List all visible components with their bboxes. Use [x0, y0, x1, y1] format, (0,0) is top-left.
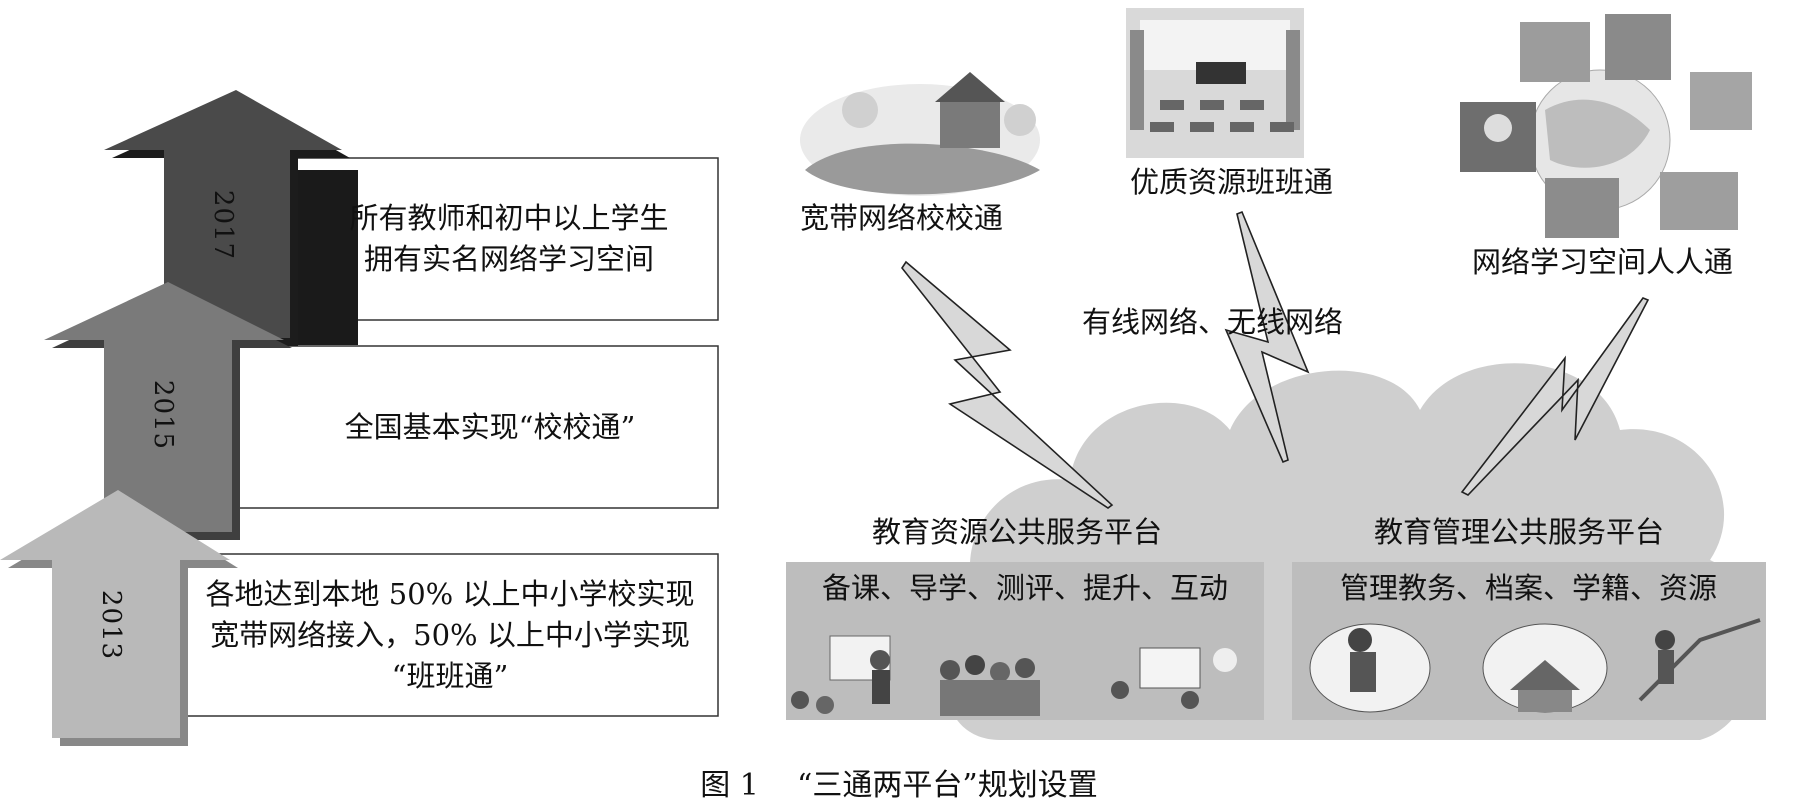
platform-items-resources: 备课、导学、测评、提升、互动	[822, 571, 1229, 605]
classroom-image	[1126, 8, 1304, 158]
label-space: 网络学习空间人人通	[1472, 245, 1734, 279]
year-label-2017: 2017	[208, 189, 238, 261]
label-network-link: 有线网络、无线网络	[1082, 305, 1344, 339]
year-label-2015: 2015	[148, 379, 178, 451]
platform-items-management: 管理教务、档案、学籍、资源	[1340, 571, 1718, 605]
box-2013	[171, 553, 719, 717]
box-2017-line-2: 拥有实名网络学习空间	[363, 242, 654, 276]
box-2013-line-2: 宽带网络接入，50% 以上中小学实现	[210, 617, 690, 652]
box-2017-text: 所有教师和初中以上学生 拥有实名网络学习空间	[300, 158, 718, 320]
box-2013-line-3: “班班通”	[391, 658, 509, 693]
year-label-2013: 2013	[96, 589, 126, 661]
label-broadband: 宽带网络校校通	[800, 201, 1004, 235]
bolt-left	[901, 260, 1114, 509]
label-classroom: 优质资源班班通	[1130, 165, 1334, 199]
teaching-scene-image	[791, 635, 1237, 716]
box-2013-line-1: 各地达到本地 50% 以上中小学校实现	[205, 576, 695, 611]
arrow-2015	[44, 282, 292, 540]
figure-caption: 图 1 “三通两平台”规划设置	[0, 760, 1798, 804]
arrow-2017	[104, 90, 358, 346]
figure-title: “三通两平台”规划设置	[797, 768, 1098, 803]
management-scene-image	[1309, 618, 1761, 713]
platform-title-resources: 教育资源公共服务平台	[872, 515, 1163, 549]
box-2015-line-1: 全国基本实现“校校通”	[344, 409, 636, 444]
figure-number: 图 1	[700, 768, 759, 803]
box-2017-line-1: 所有教师和初中以上学生	[349, 201, 669, 235]
bolt-right	[1460, 297, 1650, 496]
school-building-image	[800, 72, 1040, 196]
box-2013-text: 各地达到本地 50% 以上中小学校实现 宽带网络接入，50% 以上中小学实现 “…	[182, 554, 718, 716]
learners-globe-image	[1460, 14, 1752, 238]
box-2015-text: 全国基本实现“校校通”	[262, 346, 718, 508]
arrow-2013	[0, 490, 238, 746]
bolt-middle	[1224, 210, 1310, 464]
box-2015	[221, 345, 719, 509]
platform-title-management: 教育管理公共服务平台	[1374, 515, 1665, 549]
